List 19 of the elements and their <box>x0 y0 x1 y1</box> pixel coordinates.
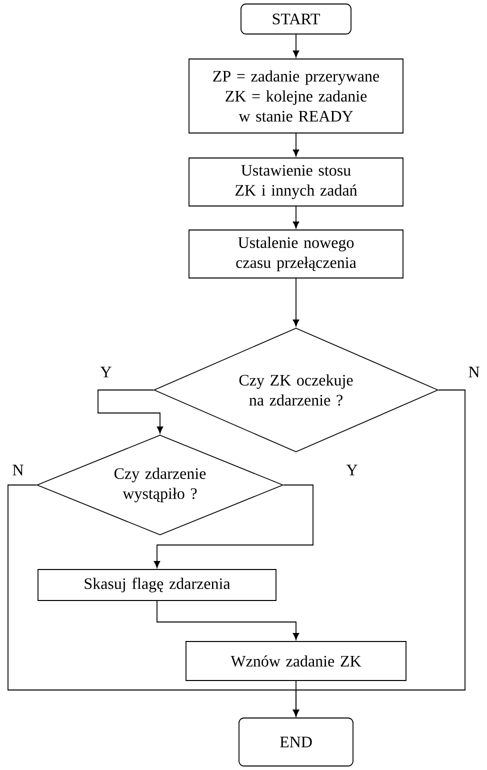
process-box: Wznów zadanie ZK <box>186 641 406 681</box>
arrow <box>156 600 300 640</box>
process-box: Skasuj flagę zdarzenia <box>38 569 276 601</box>
process-box: Ustalenie nowego czasu przełączenia <box>188 230 404 278</box>
terminal-box: END <box>238 718 354 766</box>
arrow <box>292 133 300 156</box>
process-box: Ustawienie stosu ZK i innych zadań <box>188 158 404 206</box>
edge-label: Y <box>345 464 359 476</box>
process-box: ZP = zadanie przerywane ZK = kolejne zadanie w stanie READY <box>188 58 404 134</box>
terminal-box: START <box>240 4 352 34</box>
arrow <box>154 484 314 568</box>
arrow <box>292 206 300 228</box>
arrow <box>98 390 164 434</box>
arrow <box>292 680 300 716</box>
edge-label: N <box>467 366 481 378</box>
arrow <box>292 34 300 58</box>
edge-label: Y <box>99 366 113 378</box>
arrow <box>292 278 300 326</box>
edge-label: N <box>11 464 25 476</box>
